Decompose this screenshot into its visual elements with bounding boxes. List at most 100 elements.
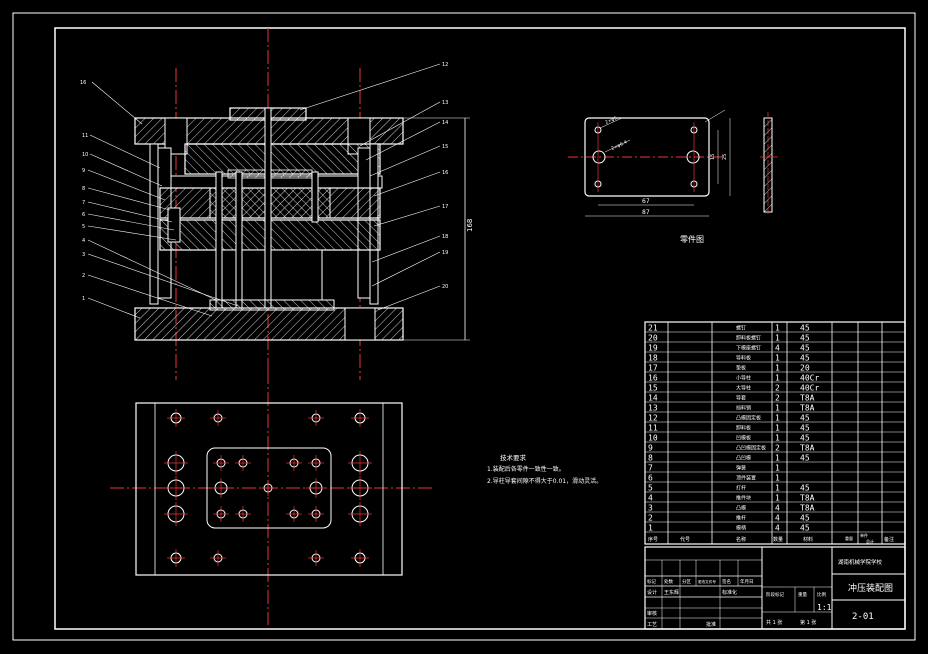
part-number-label: 16: [442, 170, 448, 176]
bom-item-qty: 4: [775, 504, 780, 513]
bom-item-material: 45: [800, 334, 810, 343]
bom-item-name: 推件块: [736, 495, 751, 502]
bom-item-qty: 1: [775, 434, 780, 443]
bom-item-qty: 1: [775, 464, 780, 473]
bom-item-name: 导套: [736, 395, 746, 402]
bom-item-qty: 4: [775, 514, 780, 523]
bom-item-qty: 2: [775, 384, 780, 393]
plan-view: [110, 370, 435, 625]
bom-item-material: 20: [800, 364, 810, 373]
bom-item-material: 40Cr: [800, 374, 819, 383]
bom-item-qty: 1: [775, 474, 780, 483]
bom-header-cell: 备注: [884, 536, 894, 543]
part-dim-15: 15: [710, 154, 716, 160]
bom-item-material: T8A: [800, 404, 815, 413]
designer-name: 王东辉: [664, 589, 679, 596]
bom-item-name: 凹模板: [736, 435, 751, 442]
bom-item-no: 14: [648, 394, 658, 403]
part-number-label: 12: [442, 62, 448, 68]
bom-header-cell: 单件: [860, 532, 868, 538]
tech-requirement-2: 2.导柱导套间隙不得大于0.01，滑动灵活。: [487, 477, 602, 485]
bom-item-qty: 1: [775, 324, 780, 333]
bom-item-material: 45: [800, 484, 810, 493]
bom-item-name: 推杆: [736, 515, 746, 522]
bom-item-qty: 1: [775, 424, 780, 433]
rev-header-mark: 标记: [647, 578, 656, 585]
part-number-label: 1: [82, 296, 85, 302]
part-number-label: 16: [80, 80, 86, 86]
bom-header-cell: 代号: [680, 536, 690, 543]
bom-header-cell: 重量: [845, 535, 853, 541]
bom-item-name: 凸凹模: [736, 455, 751, 462]
bom-header-cell: 数量: [773, 536, 783, 543]
bom-item-material: 45: [800, 434, 810, 443]
bom-item-name: 卸料板螺钉: [736, 335, 761, 342]
title-block: 湖南机械学院学校 冲压装配图 2-01 标记 处数 分区 更改文件号 签名 年月…: [644, 546, 906, 630]
bom-item-name: 凸凹模固定板: [736, 445, 766, 452]
sheet-outer-border: [12, 12, 916, 641]
bom-header-cell: 名称: [736, 536, 746, 543]
bom-item-name: 弹簧: [736, 465, 746, 472]
bom-item-no: 8: [648, 454, 653, 463]
bom-item-name: 打杆: [736, 485, 746, 492]
rev-header-date: 年月日: [740, 578, 754, 585]
bom-item-material: 45: [800, 454, 810, 463]
bom-item-material: 45: [800, 514, 810, 523]
bom-item-qty: 1: [775, 484, 780, 493]
bom-item-name: 凸模固定板: [736, 415, 761, 422]
bom-item-no: 11: [648, 424, 658, 433]
bom-item-material: T8A: [800, 394, 815, 403]
part-number-label: 8: [82, 186, 85, 192]
tech-requirement-1: 1.装配后各零件一致性一致。: [487, 465, 565, 473]
bom-item-name: 挡料销: [736, 405, 751, 412]
standardization-label: 标准化: [722, 589, 737, 596]
part-number-label: 19: [442, 250, 448, 256]
bom-item-qty: 1: [775, 404, 780, 413]
scale-label: 比例: [817, 591, 826, 598]
bom-item-no: 16: [648, 374, 658, 383]
bom-item-material: 40Cr: [800, 384, 819, 393]
bom-header-cell: 材料: [803, 536, 813, 543]
bom-item-material: 45: [800, 324, 810, 333]
bom-item-name: 卸料板: [736, 425, 751, 432]
bom-item-qty: 4: [775, 344, 780, 353]
bom-item-no: 12: [648, 414, 658, 423]
bom-item-no: 9: [648, 444, 653, 453]
part-number-label: 13: [442, 100, 448, 106]
approve-label: 批准: [706, 621, 716, 628]
sheet-number: 第 1 张: [800, 619, 816, 626]
stage-label: 阶段标记: [766, 591, 784, 598]
bom-item-no: 15: [648, 384, 658, 393]
bom-item-material: 45: [800, 354, 810, 363]
bom-item-qty: 1: [775, 414, 780, 423]
part-dim-67: 67: [642, 198, 650, 205]
part-view: 67 87 25 15 2×φ5 2×φ6.4 零件图: [568, 109, 778, 244]
bom-item-name: 模柄: [736, 525, 746, 532]
part-dim-25: 25: [722, 154, 728, 160]
rev-header-zone: 分区: [682, 578, 691, 585]
tech-requirements-title: 技术要求: [500, 453, 527, 462]
bom-item-no: 13: [648, 404, 658, 413]
bom-item-material: 45: [800, 424, 810, 433]
bom-item-qty: 1: [775, 494, 780, 503]
rev-header-sign: 签名: [722, 578, 731, 585]
bom-item-name: 顶件装置: [736, 475, 756, 482]
institution-name: 湖南机械学院学校: [838, 558, 883, 566]
rev-header-doc: 更改文件号: [698, 579, 716, 584]
part-number-label: 18: [442, 234, 448, 240]
part-number-label: 11: [82, 133, 88, 139]
part-dim-87: 87: [642, 209, 650, 216]
part-view-label: 零件图: [680, 234, 704, 244]
bom-item-no: 17: [648, 364, 658, 373]
part-number-label: 10: [82, 152, 88, 158]
scale-value: 1:1: [817, 603, 832, 612]
bom-item-no: 18: [648, 354, 658, 363]
bom-item-name: 导料板: [736, 355, 751, 362]
check-label: 审核: [647, 610, 657, 617]
rev-header-count: 处数: [664, 578, 673, 585]
part-dim-hole-large: 2×φ6.4: [610, 139, 628, 152]
bom-item-material: T8A: [800, 444, 815, 453]
